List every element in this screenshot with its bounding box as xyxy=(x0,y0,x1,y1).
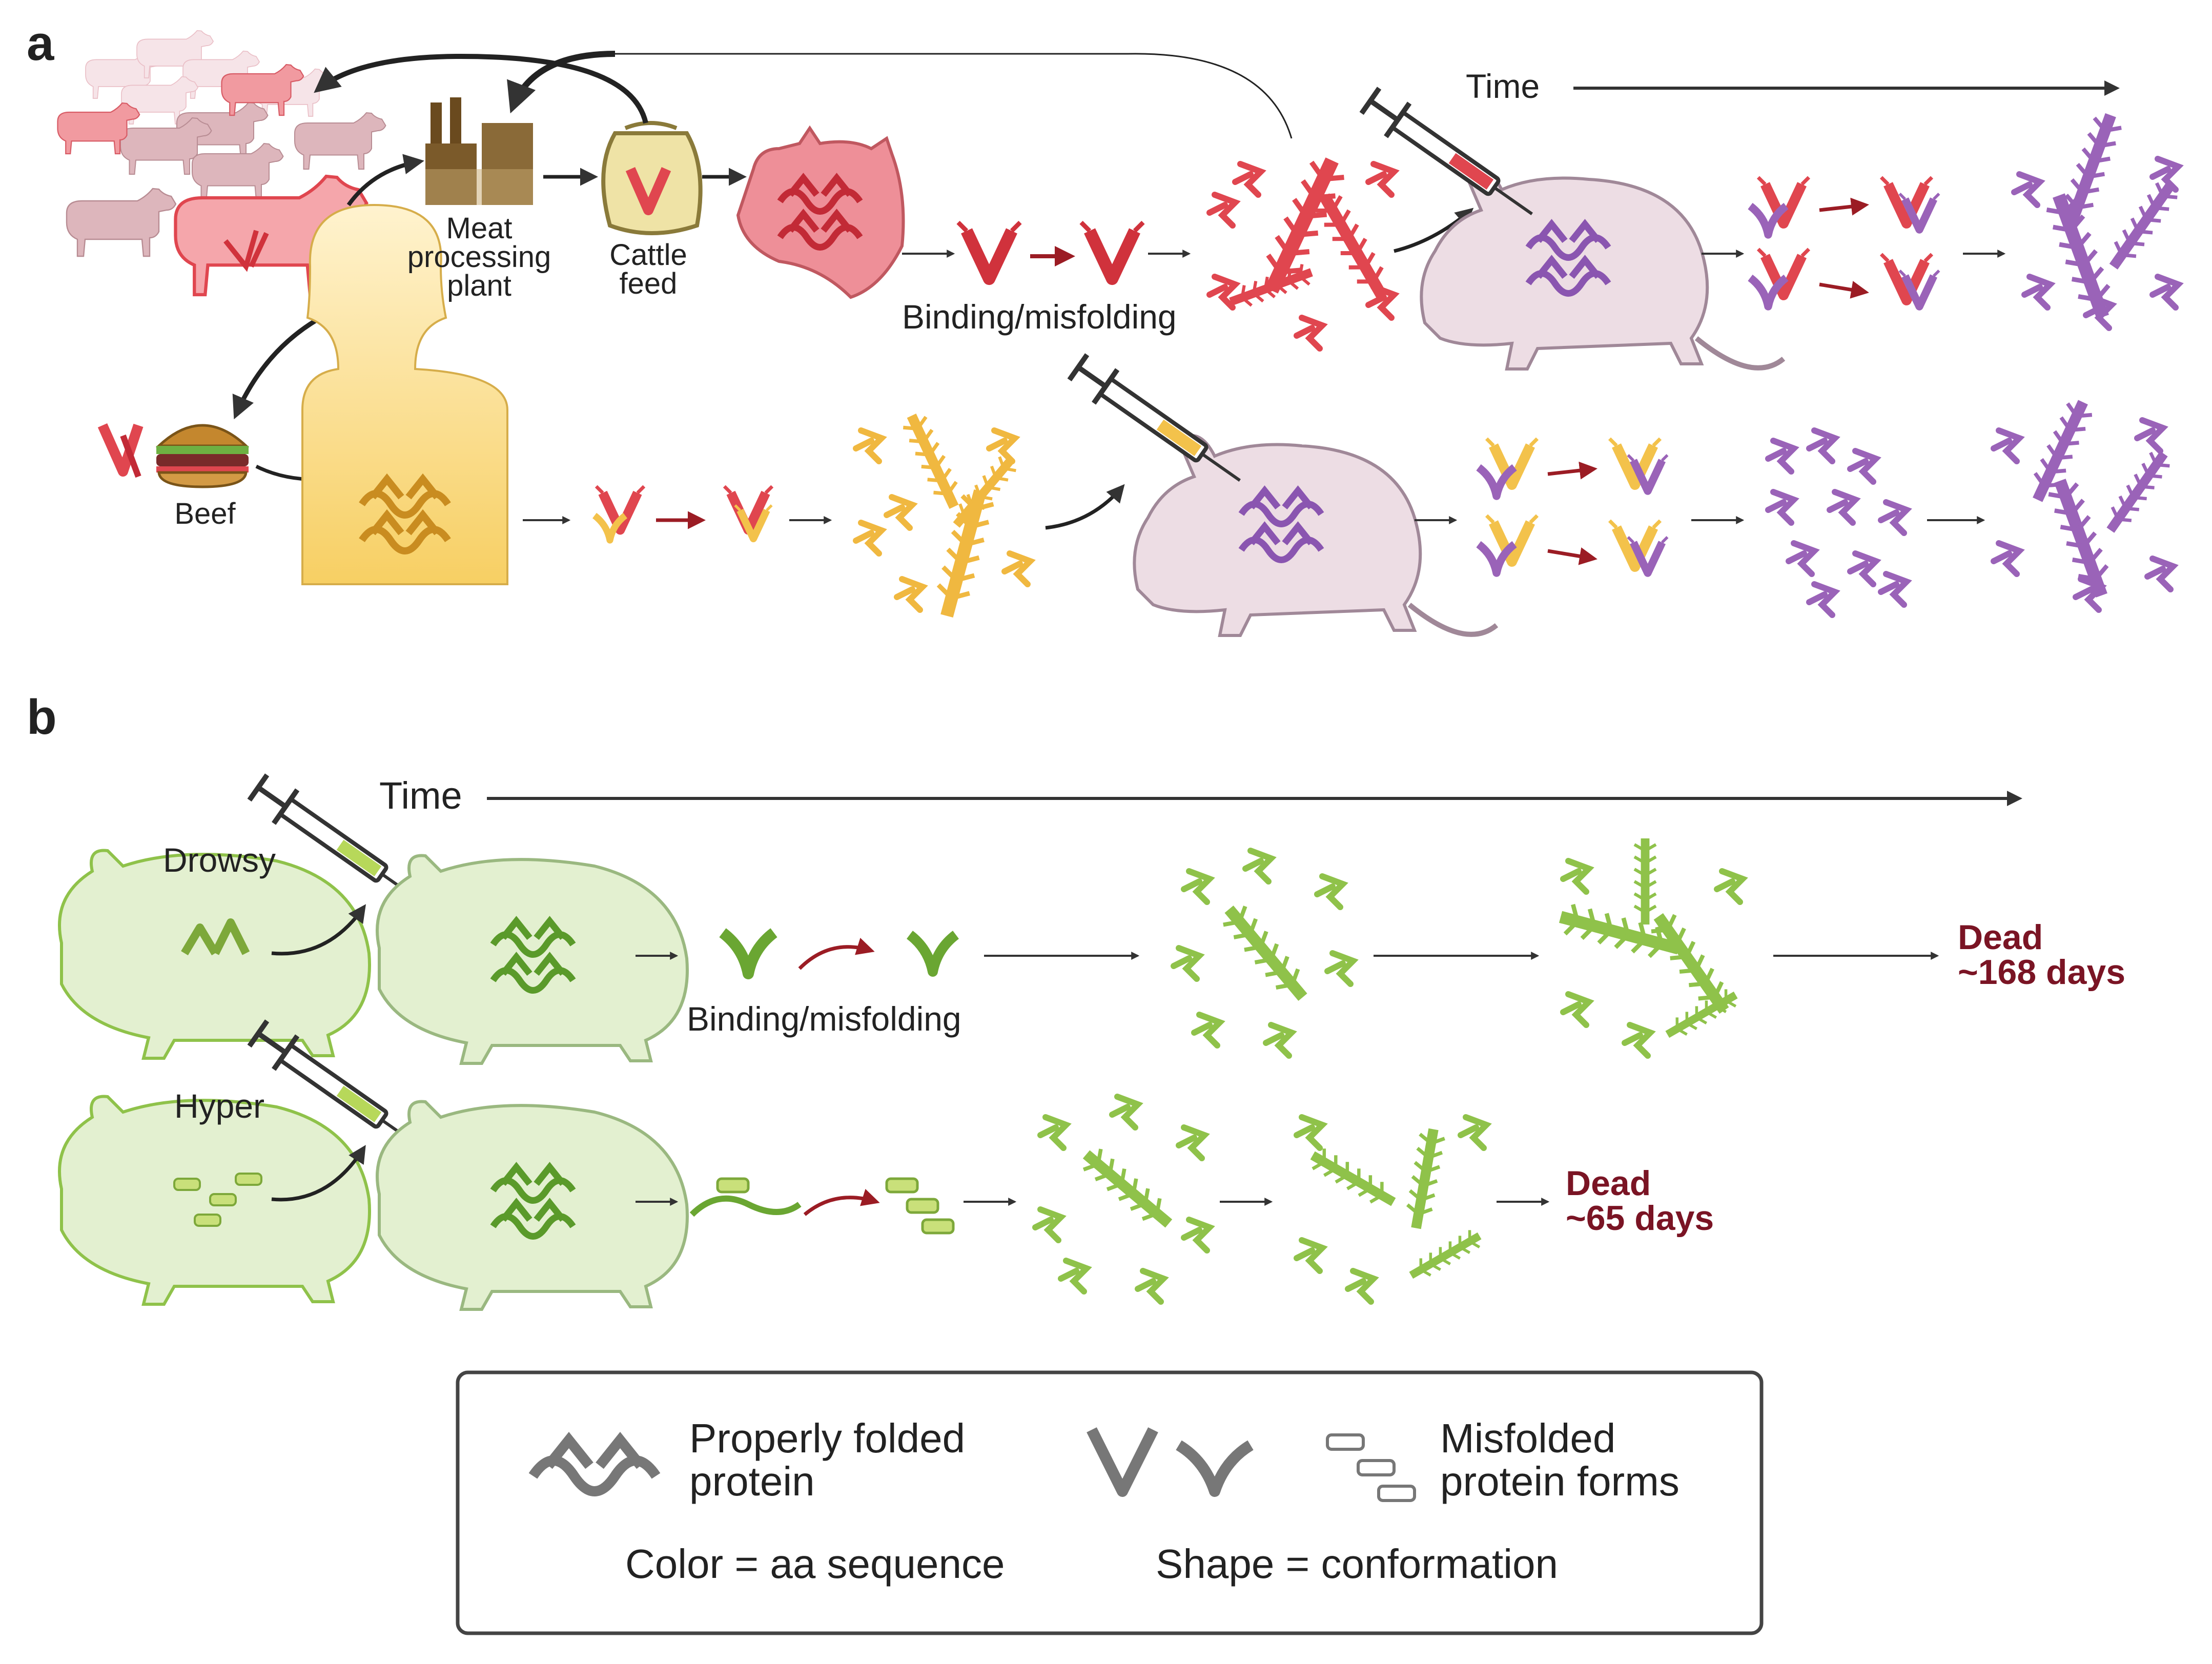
hyper-dead-text: Dead xyxy=(1566,1164,1651,1203)
binding-label-a: Binding/misfolding xyxy=(902,298,1177,336)
hyper-label: Hyper xyxy=(174,1087,265,1125)
protein-fibril-icon xyxy=(595,486,772,540)
protein-fibril-icon xyxy=(2014,110,2181,328)
legend-properly-folded: Properly folded protein xyxy=(689,1415,966,1504)
protein-fibril-icon xyxy=(958,222,1143,279)
protein-fibril-icon xyxy=(1087,1427,1416,1502)
protein-fibril-icon xyxy=(856,410,1030,620)
drowsy-outcome: Dead ~168 days xyxy=(1958,920,2125,990)
legend-box xyxy=(456,1370,1764,1635)
syringe-icon xyxy=(247,771,432,917)
protein-fibril-icon xyxy=(1994,397,2174,610)
syringe-icon xyxy=(1067,351,1252,497)
legend-misfolded: Misfolded protein forms xyxy=(1440,1415,1680,1504)
protein-fibril-icon xyxy=(689,1177,955,1235)
hyper-days-text: ~65 days xyxy=(1566,1199,1714,1238)
time-label-a: Time xyxy=(1466,67,1540,105)
meat-plant-label: Meat processing plant xyxy=(407,212,551,302)
protein-fibril-icon xyxy=(1210,153,1394,348)
binding-label-b: Binding/misfolding xyxy=(687,1000,961,1038)
human-silhouette-icon xyxy=(301,203,508,585)
protein-fibril-icon xyxy=(1556,838,1743,1056)
mouse-icon xyxy=(1421,169,1784,369)
hyper-outcome: Dead ~65 days xyxy=(1566,1166,1714,1236)
hamster-icon xyxy=(59,1097,370,1305)
cattle-feed-label: Cattle feed xyxy=(609,238,687,300)
legend-shape-note: Shape = conformation xyxy=(1156,1541,1558,1587)
drowsy-label: Drowsy xyxy=(163,841,276,879)
feed-sack-icon xyxy=(601,121,703,235)
syringe-icon xyxy=(247,1017,432,1163)
hamster-icon xyxy=(377,856,687,1064)
factory-icon xyxy=(425,97,533,205)
syringe-icon xyxy=(1359,84,1544,231)
hamster-icon xyxy=(377,1102,687,1310)
panel-label-a: a xyxy=(27,16,54,71)
legend-color-note: Color = aa sequence xyxy=(625,1541,1005,1587)
hamster-icon xyxy=(59,851,370,1059)
protein-fibril-icon xyxy=(1479,439,1668,573)
time-label-b: Time xyxy=(379,774,462,817)
mouse-icon xyxy=(1134,436,1497,635)
drowsy-dead-text: Dead xyxy=(1958,918,2043,957)
cow-icon xyxy=(57,30,386,295)
protein-fibril-icon xyxy=(1035,1097,1210,1302)
panel-label-b: b xyxy=(27,690,57,745)
protein-fibril-icon xyxy=(1174,851,1353,1056)
burger-icon xyxy=(97,423,250,488)
beef-label: Beef xyxy=(174,497,236,530)
protein-fibril-icon xyxy=(723,933,956,974)
protein-fibril-icon xyxy=(1297,1117,1486,1302)
cow-head-icon xyxy=(736,125,905,299)
drowsy-days-text: ~168 days xyxy=(1958,953,2126,992)
protein-fibril-icon xyxy=(1768,430,1907,615)
